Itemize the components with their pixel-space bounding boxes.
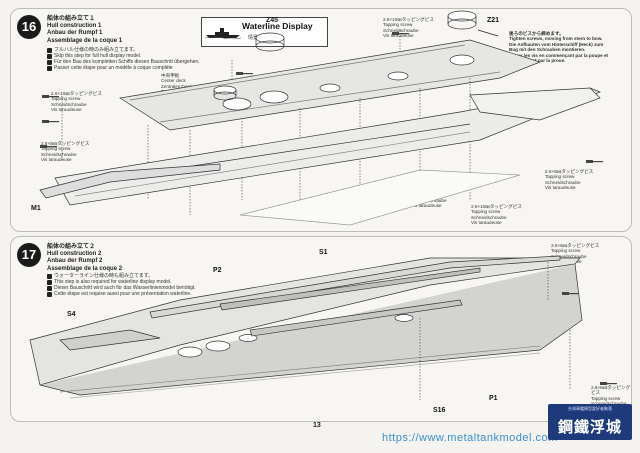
center-deck-part [119,39,542,131]
part-label-s1: S1 [319,249,328,256]
watermark-url[interactable]: https://www.metaltankmodel.com [382,432,558,444]
title-en: Hull construction 1 [47,23,102,30]
screw-icon-group [40,32,617,385]
bullet-icon [47,279,52,285]
part-label-z21: Z21 [487,17,500,24]
logo-text: 鋼鐵浮城 [557,419,622,436]
part-label-z45: Z45 [266,17,279,24]
screw-callout-left-mid: 2.6×8㎜タッピングビス Tapping screw Schneidschra… [41,141,90,163]
title-de: Anbau der Rumpf 1 [47,30,103,37]
bullet-icon [47,291,52,297]
step-16-notes: フルハル仕様の時のみ組み立てます。 Skip this step for ful… [47,47,200,71]
screw-icon [586,160,603,163]
title-jp: 船体の組み立て１ [47,16,96,22]
part-label-p2: P2 [213,267,222,274]
hull-lower-part [29,257,583,399]
part-s16 [249,299,463,337]
tightening-order-note: 後ろのビスから締めます。 Tighten screws, moving from… [509,31,609,64]
screw-icon [600,382,617,385]
part-label-m1: M1 [31,205,41,212]
banner-title-en: Waterline Display [242,21,313,31]
screw-icon [40,145,57,148]
screw-icon [562,292,579,295]
z21-arrow [477,29,499,37]
step-16-title: 船体の組み立て１ Hull construction 1 Anbau der R… [47,16,122,45]
bullet-icon [47,59,52,65]
bullet-icon [47,273,52,279]
m1-part [39,163,221,199]
bullet-icon [47,285,52,291]
part-z6 [213,85,237,101]
screw-callout-left-top: 2.6×10㎜タッピングビス Tapping screw Schneidschr… [51,91,102,113]
bullet-icon [47,53,52,59]
step-number-16: 16 [17,15,41,39]
screw-icon [42,120,59,123]
bullet-icon [47,65,52,71]
part-label-s16: S16 [433,407,446,414]
part-label-s4: S4 [67,311,76,318]
site-logo: 台灣軍艦模型愛好者聚落 鋼鐵浮城 [548,404,632,440]
logo-subtext: 台灣軍艦模型愛好者聚落 [568,406,612,411]
ship-silhouette-icon [205,28,241,39]
screw-guide-lines-17 [419,262,571,400]
step-17-title: 船体の組み立て２ Hull construction 2 Anbau der R… [47,244,123,272]
bullet-icon [47,47,52,53]
screw-icon [392,32,409,35]
screw-icon [236,72,253,75]
screw-callout-top-right: 2.6×10㎜タッピングビス Tapping screw Schneidschr… [383,17,434,39]
screw-callout-far-right: 2.6×8㎜タッピングビス Tapping screw Schneidschra… [545,169,594,191]
part-s1 [149,255,561,319]
title-fr: Assemblage de la coque 1 [47,37,123,44]
part-label-p1: P1 [489,395,498,402]
part-z45 [255,32,285,52]
step-number-17: 17 [17,243,41,267]
part-p2 [219,267,481,311]
base-plate [239,169,521,226]
step-17-notes: ウォーターライン仕様の時も組み立てます。 This step is also r… [47,273,196,297]
screw-callout-bottom: 2.6×10㎜タッピングビス Tapping screw Schneidschr… [471,204,522,226]
part-z21 [447,10,477,30]
part-s4 [59,329,161,351]
page-number: 13 [313,422,321,429]
stern-part [469,87,601,121]
screw-icon [42,95,59,98]
